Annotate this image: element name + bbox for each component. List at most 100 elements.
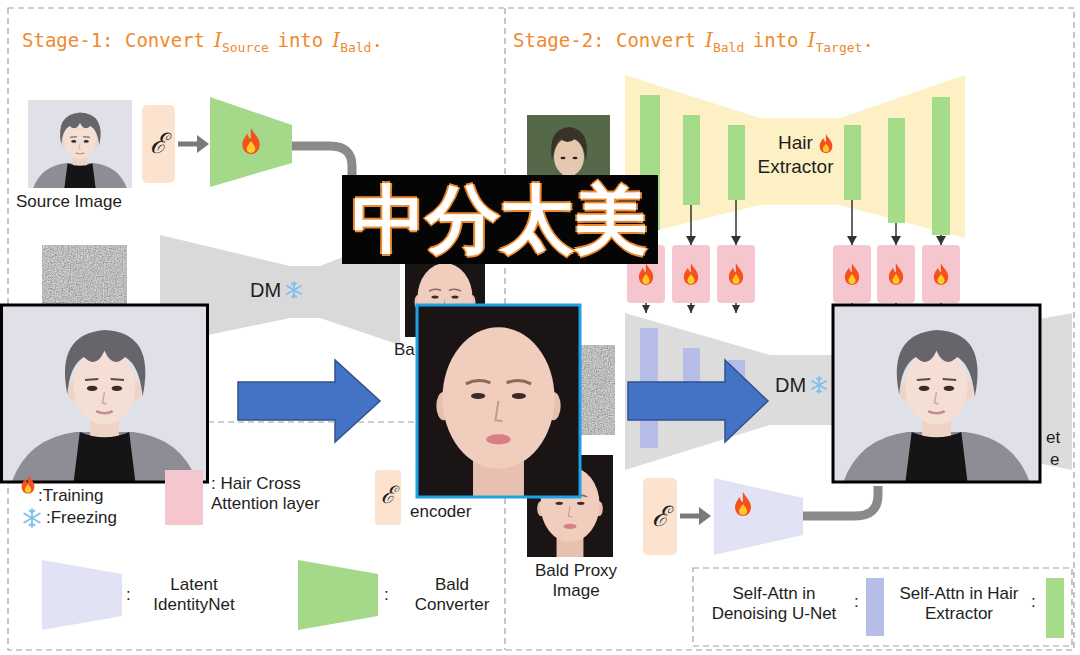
legend-swatch — [42, 560, 122, 630]
stage-heading: Bald — [713, 40, 744, 55]
encoder-box: ℰ — [643, 478, 677, 555]
freezing-icon — [287, 282, 301, 298]
legend-text: Self-Attn in Denoising U-Net — [696, 584, 852, 625]
stage-heading: . — [862, 29, 873, 51]
text-label: e — [1050, 450, 1059, 470]
stage-heading: I — [705, 28, 713, 52]
flow-line — [803, 486, 878, 516]
stage-heading: Stage-1: Convert — [22, 29, 205, 51]
leader-line — [735, 200, 737, 238]
leader-line — [690, 205, 692, 238]
diffusion-model: DM — [625, 313, 1075, 470]
hair-extractor: Hair Extractor — [625, 75, 965, 238]
text-label: Bald Proxy Image — [520, 561, 632, 602]
training-icon — [684, 263, 698, 285]
self-attn-bar — [844, 125, 861, 200]
node-label: ℰ — [150, 130, 167, 158]
text-label: Ba — [394, 340, 415, 360]
freezing-icon — [24, 509, 40, 527]
source-photo — [28, 100, 132, 188]
stage-heading: I — [214, 28, 222, 52]
training-icon — [889, 263, 903, 285]
arrow-head — [847, 236, 857, 245]
cross-attn-layer — [833, 245, 871, 303]
flow-arrow — [178, 142, 198, 147]
node-label: DM — [775, 374, 806, 396]
stage-heading: I — [808, 28, 816, 52]
legend-text: Latent IdentityNet — [138, 575, 250, 616]
arrow-head — [891, 236, 901, 245]
title-banner: 中分太美 — [342, 175, 658, 264]
training-icon — [735, 492, 751, 516]
text-label: Source Image — [16, 192, 122, 212]
cross-attn-layer — [717, 245, 755, 303]
legend-text: : Hair Cross Attention layer — [211, 474, 361, 515]
drawing-part — [833, 305, 1040, 482]
stage-heading: Source — [222, 40, 269, 55]
training-icon — [934, 263, 948, 285]
flow-arrow — [680, 514, 700, 519]
flow-arrow — [699, 507, 711, 525]
cross-attn-layer — [877, 245, 915, 303]
arrow-head — [731, 236, 741, 245]
text-label: : — [854, 592, 859, 612]
overlay-photo — [2, 305, 208, 482]
self-attn-bar — [932, 97, 950, 235]
flow-arrow — [197, 135, 209, 153]
text-label: et — [1046, 428, 1060, 448]
latent-identitynet — [714, 478, 803, 555]
cross-attn-layer — [627, 245, 960, 303]
text-label: ℰ — [375, 481, 401, 510]
legend-text: Self-Attn in Hair Extractor — [895, 584, 1023, 625]
node-label: DM — [250, 279, 281, 301]
arrow-head — [641, 236, 946, 245]
big-arrow — [238, 360, 380, 442]
legend-swatch — [298, 560, 378, 630]
legend-text: :Freezing — [46, 508, 117, 528]
text-label: : — [384, 585, 389, 605]
drawing-part — [28, 100, 132, 188]
legend-swatch — [866, 578, 884, 636]
leader-line — [895, 223, 897, 238]
training-icon — [845, 263, 859, 285]
self-attn-bar — [640, 95, 950, 235]
leader-line — [851, 200, 853, 238]
leader-line — [646, 200, 941, 238]
training-icon — [22, 474, 35, 493]
legend-swatch — [165, 470, 203, 525]
noise-patch — [42, 245, 127, 305]
hair-extractor-shape — [625, 75, 965, 238]
legend-text: encoder — [410, 502, 471, 522]
drawing-part — [417, 305, 580, 497]
node-label: ℰ — [652, 503, 669, 531]
stage-heading: Stage-2: Convert — [513, 29, 696, 51]
text-label: : — [1031, 592, 1036, 612]
big-arrow — [628, 360, 768, 442]
photo-border — [833, 305, 1040, 482]
encoder-swatch — [375, 470, 401, 525]
training-icon — [820, 134, 833, 153]
node-label: Hair Extractor — [748, 131, 843, 179]
stage-heading: into — [277, 29, 323, 51]
legend-frame — [693, 568, 1072, 646]
photo-border — [417, 305, 580, 497]
legend-text: :Training — [38, 486, 104, 506]
stage-heading: I — [332, 28, 340, 52]
stage-heading: into — [753, 29, 799, 51]
photo-border — [2, 305, 208, 482]
overlay-photo — [417, 305, 580, 497]
self-attn-bar — [728, 125, 745, 200]
training-icon — [639, 263, 653, 285]
training-icon — [242, 128, 259, 154]
cross-attn-layer — [672, 245, 710, 303]
bald-converter — [210, 97, 292, 187]
stage-heading: . — [371, 29, 382, 51]
arrow-head — [936, 236, 946, 245]
freezing-icon — [812, 377, 826, 393]
self-attn-bar — [683, 115, 700, 205]
encoder-box: ℰ — [142, 105, 175, 183]
training-icon — [729, 263, 743, 285]
